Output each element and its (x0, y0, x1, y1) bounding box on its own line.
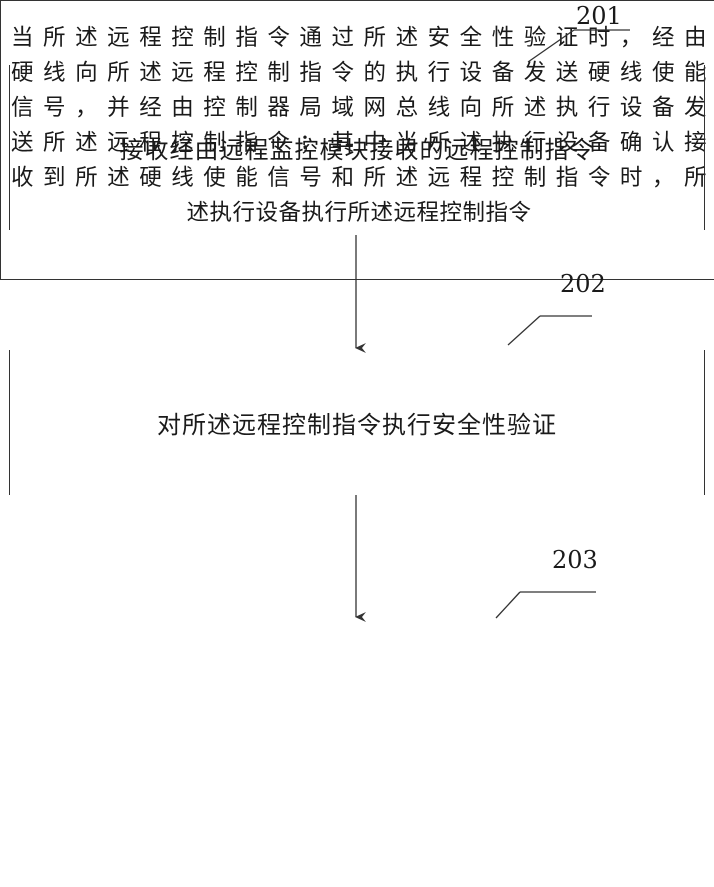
ref-label-202: 202 (560, 270, 606, 298)
box-202-right-edge (704, 350, 705, 495)
ref-label-201: 201 (576, 2, 622, 30)
box-201-right-edge (704, 65, 705, 230)
leader-line-203 (495, 591, 521, 619)
ref-label-203: 203 (552, 546, 598, 574)
step-box-201: 接收经由远程监控模块接收的远程控制指令 (9, 65, 705, 230)
step-text-201: 接收经由远程监控模块接收的远程控制指令 (119, 136, 595, 164)
box-202-left-edge (9, 350, 10, 495)
step-text-203-line-4: 送所述远程控制指令；其中当所述执行设备确认接 (11, 130, 707, 156)
step-box-202: 对所述远程控制指令执行安全性验证 (9, 350, 705, 495)
step-text-203-line-2: 硬线向所述远程控制指令的执行设备发送硬线使能 (11, 60, 707, 86)
step-text-202: 对所述远程控制指令执行安全性验证 (157, 411, 557, 439)
step-text-203-line-1: 当所述远程控制指令通过所述安全性验证时，经由 (11, 25, 707, 51)
box-201-left-edge (9, 65, 10, 230)
step-box-203: 当所述远程控制指令通过所述安全性验证时，经由 硬线向所述远程控制指令的执行设备发… (0, 0, 714, 280)
leader-line-201 (527, 29, 575, 63)
step-text-203-line-3: 信号，并经由控制器局域网总线向所述执行设备发 (11, 95, 707, 121)
step-text-203-line-6: 述执行设备执行所述远程控制指令 (186, 200, 532, 226)
step-text-203-line-5: 收到所述硬线使能信号和所述远程控制指令时，所 (11, 165, 707, 191)
leader-line-202 (507, 315, 541, 346)
